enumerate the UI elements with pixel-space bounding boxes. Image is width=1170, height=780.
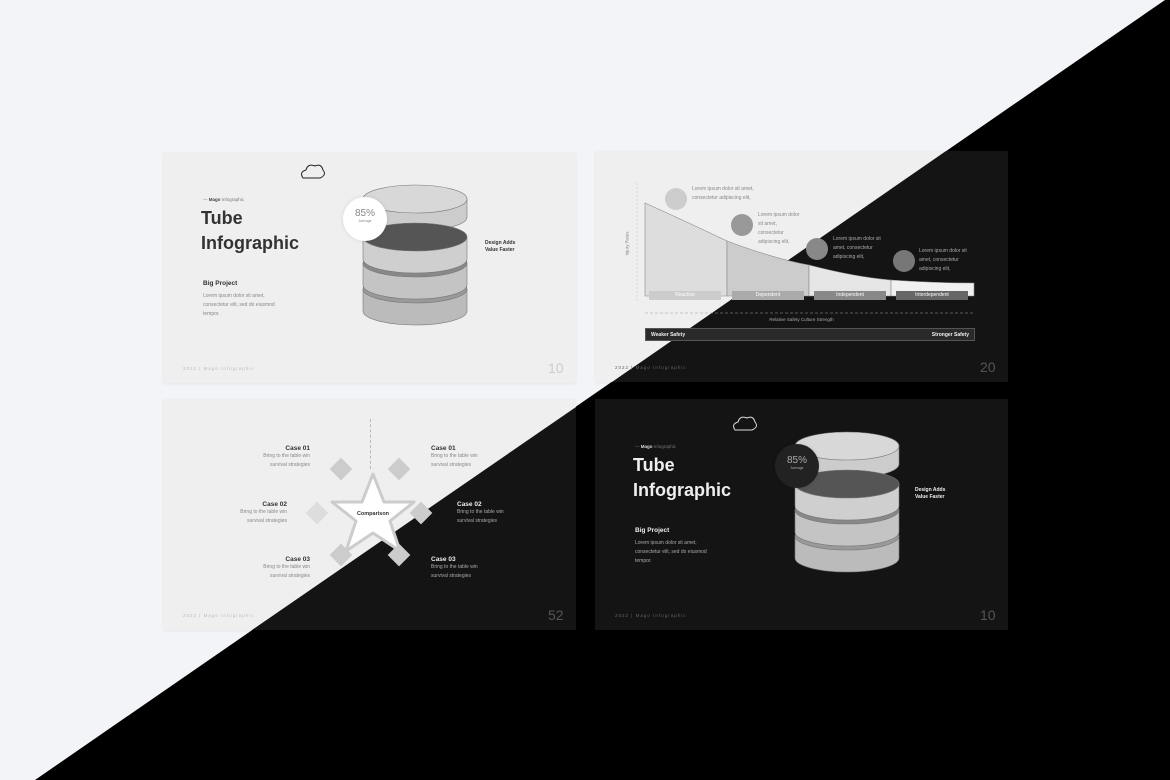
slide-title-line2: Infographic	[201, 233, 299, 253]
slide-tube-infographic-dark[interactable]: — Mago Infographic Tube Infographic Big …	[595, 399, 1008, 630]
brand-tag: — Mago Infographic	[203, 197, 245, 202]
stage-label: Reactive	[649, 291, 721, 300]
percent-badge: 85% Average	[343, 197, 387, 241]
slide-safety-culture-chart[interactable]: Injury Rates Reactive Dependent Independ…	[595, 151, 1008, 382]
tube-stack-illustration	[794, 431, 900, 573]
bar-left-label: Weaker Safety	[651, 332, 686, 338]
slide-footer: 2022 | Mago Infographic	[615, 613, 687, 618]
slide-title-line1: Tube	[633, 455, 675, 475]
slide-title-line2: Infographic	[633, 480, 731, 500]
curve-segment-dependent	[726, 240, 810, 297]
note-text: Lorem ipsum dolor sit amet, consectetur …	[758, 212, 800, 245]
arrow-icon	[305, 501, 329, 525]
slide-title-line1: Tube	[201, 208, 243, 228]
browser-icon	[806, 238, 828, 260]
stage-label: Independent	[814, 291, 886, 300]
slide-subtitle: Big Project	[635, 527, 670, 534]
document-icon	[731, 214, 753, 236]
curve-segment-reactive	[644, 202, 728, 297]
page-number: 20	[980, 359, 996, 375]
bar-right-label: Stronger Safety	[931, 332, 969, 338]
slide-body: Lorem ipsum dolor sit amet, consectetur …	[203, 293, 275, 317]
cloud-doodle-icon	[301, 164, 325, 179]
note-text: Lorem ipsum dolor sit amet, consectetur …	[833, 236, 881, 260]
slide-subtitle: Big Project	[203, 280, 238, 287]
center-divider	[370, 419, 371, 469]
note-text: Lorem ipsum dolor sit amet, consectetur …	[692, 186, 754, 201]
slide-tube-infographic[interactable]: — Mago Infographic Tube Infographic Big …	[163, 152, 576, 383]
x-axis-label: Relative Safety Culture Strength	[769, 317, 834, 322]
award-icon	[893, 250, 915, 272]
comparison-label: Comparison	[356, 511, 390, 517]
callout-text: Design Adds Value Faster	[915, 487, 946, 500]
slide-footer: 2022 | Mago Infographic	[183, 366, 255, 371]
slide-footer: 2022 | Mago Infographic	[183, 613, 255, 618]
stage-label: Dependent	[732, 291, 804, 300]
stage-label: Interdependent	[896, 291, 968, 300]
page-number: 10	[548, 360, 564, 376]
percent-badge: 85% Average	[775, 444, 819, 488]
page-number: 52	[548, 607, 564, 623]
person-icon	[665, 188, 687, 210]
brand-tag: — Mago Infographic	[635, 444, 677, 449]
note-text: Lorem ipsum dolor sit amet, consectetur …	[919, 248, 967, 272]
page-number: 10	[980, 607, 996, 623]
injury-curve-chart	[636, 183, 975, 314]
safety-scale-bar: Weaker Safety Stronger Safety	[645, 328, 975, 341]
callout-text: Design Adds Value Faster	[485, 240, 516, 253]
comparison-star-shape	[330, 472, 416, 553]
cloud-doodle-icon	[733, 416, 757, 431]
tube-stack-illustration	[362, 184, 468, 326]
slide-footer: 2022 | Mago Infographic	[615, 365, 687, 370]
slide-body: Lorem ipsum dolor sit amet, consectetur …	[635, 540, 707, 564]
